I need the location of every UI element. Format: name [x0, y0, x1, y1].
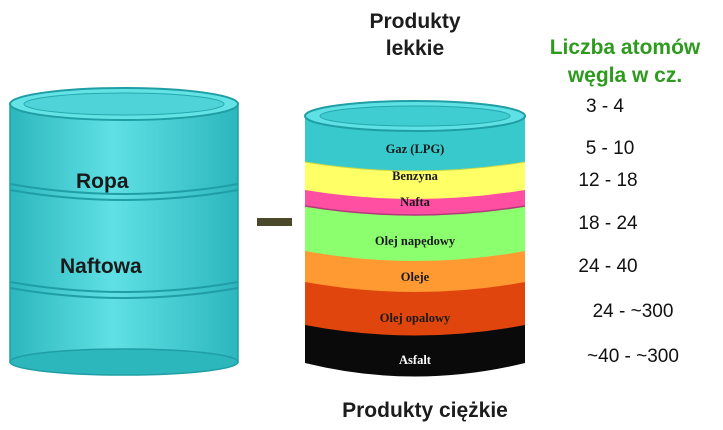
layer-label-gasoline: Benzyna: [392, 169, 438, 183]
light-products-line1: Produkty: [369, 10, 461, 33]
layer-label-naphtha: Nafta: [400, 195, 430, 209]
carbon-count-3: 12 - 18: [578, 170, 638, 191]
barrel-label-naftowa: Naftowa: [60, 255, 142, 278]
carbon-count-line2: węgla w cz.: [567, 64, 683, 87]
carbon-count-line1: Liczba atomów: [549, 36, 701, 59]
crude-oil-barrel: [9, 87, 239, 376]
carbon-count-2: 5 - 10: [585, 138, 635, 159]
light-products-heading: Produkty lekkie: [350, 8, 480, 62]
layer-label-asphalt: Asfalt: [399, 353, 431, 367]
carbon-count-heading: Liczba atomów węgla w cz.: [530, 34, 720, 90]
carbon-count-4: 18 - 24: [578, 213, 638, 234]
barrel-label-ropa: Ropa: [76, 170, 129, 193]
separator-dash: [257, 218, 292, 226]
fractions-barrel: [304, 100, 526, 377]
carbon-count-5: 24 - 40: [578, 256, 638, 277]
layer-label-diesel: Olej napędowy: [374, 234, 456, 248]
layer-label-oils: Oleje: [400, 270, 430, 284]
carbon-count-1: 3 - 4: [585, 96, 625, 117]
carbon-count-6: 24 - ~300: [592, 301, 674, 322]
carbon-count-7: ~40 - ~300: [587, 346, 679, 367]
layer-label-gas: Gaz (LPG): [385, 142, 445, 156]
heavy-products-heading: Produkty ciężkie: [342, 399, 508, 422]
layer-label-fuel-oil: Olej opalowy: [379, 311, 451, 325]
light-products-line2: lekkie: [385, 37, 445, 60]
